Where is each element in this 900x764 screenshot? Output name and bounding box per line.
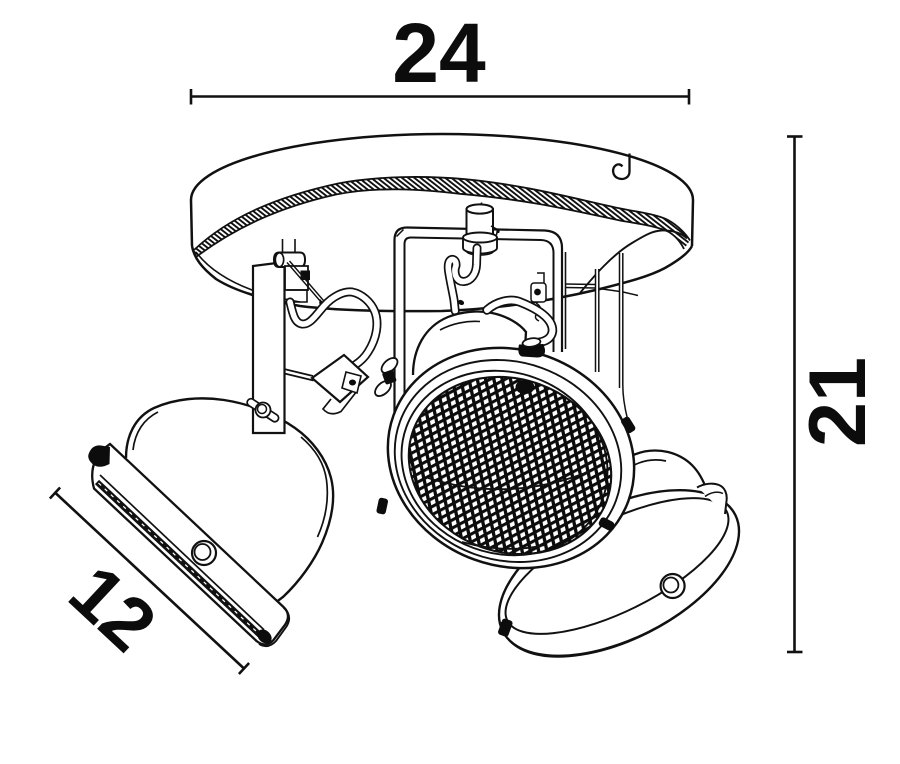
svg-text:21: 21 [793,357,883,447]
svg-text:24: 24 [392,6,486,100]
